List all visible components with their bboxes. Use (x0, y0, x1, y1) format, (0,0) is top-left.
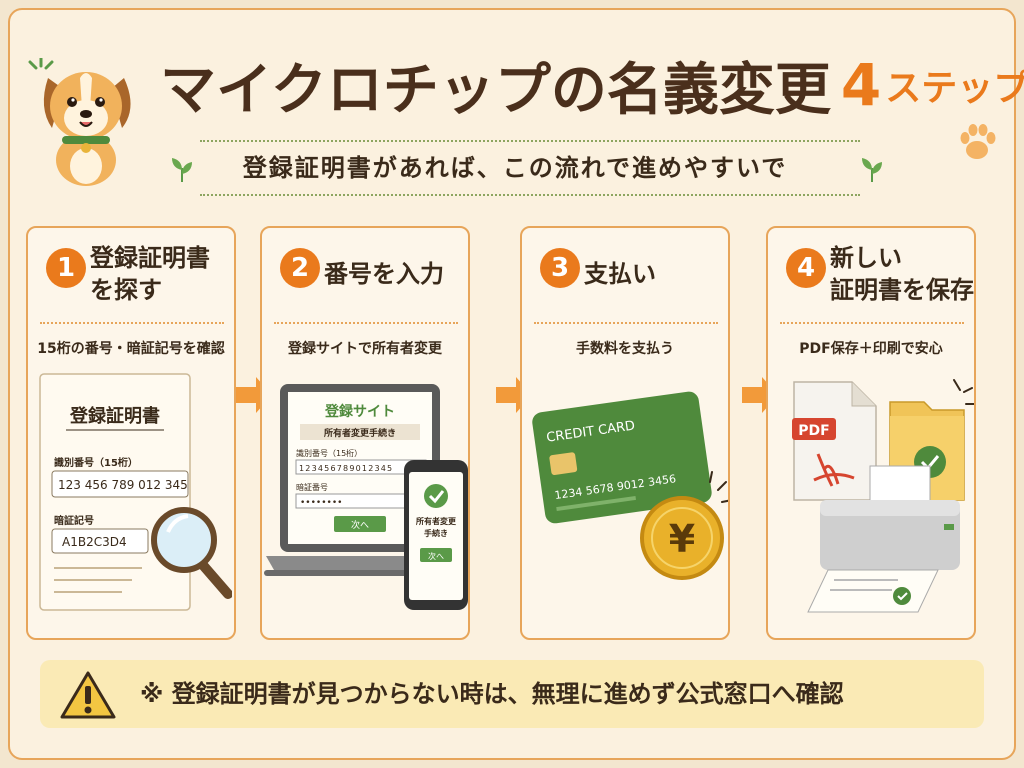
step-card-3: 3 支払い 手数料を支払う CREDIT CARD 1234 5678 9012… (520, 226, 730, 640)
yen-coin: ¥ (669, 517, 695, 561)
paw-icon (960, 124, 996, 159)
cert-pin-label: 暗証記号 (54, 514, 94, 527)
dog-mascot-icon (43, 72, 131, 186)
step-number-badge: 2 (280, 248, 320, 288)
site-next-button (334, 516, 386, 532)
site-banner: 所有者変更手続き (324, 427, 396, 439)
cert-heading: 登録証明書 (69, 405, 160, 427)
cert-id-value: 123 456 789 012 345 (58, 478, 188, 492)
step-title-line1: 番号を入力 (324, 260, 444, 288)
pdf-label: PDF (798, 423, 829, 439)
phone-next-label: 次へ (428, 551, 444, 561)
title-number: 4 (840, 51, 882, 119)
title-suffix: ステップ (885, 68, 1024, 109)
step-description: PDF保存＋印刷で安心 (799, 341, 943, 357)
step-title-line2: を探す (90, 276, 162, 304)
step-title: 新しい 証明書を保存 (830, 242, 974, 306)
step-divider (40, 322, 224, 324)
laptop-phone-illustration: 登録サイト 所有者変更手続き 識別番号（15桁） 123456789012345… (264, 384, 468, 610)
cert-id-label: 識別番号（15桁） (54, 456, 138, 469)
cert-pin-value: A1B2C3D4 (62, 535, 127, 549)
credit-card-illustration: CREDIT CARD 1234 5678 9012 3456 ¥ (532, 391, 728, 580)
site-pin-value: •••••••• (300, 498, 342, 508)
site-id-digits: 123456789012345 (299, 464, 393, 473)
subtitle: 登録証明書があれば、この流れで進めやすいで (242, 154, 788, 182)
step-divider (274, 322, 458, 324)
step-title-line1: 登録証明書 (90, 244, 210, 272)
step-description: 15桁の番号・暗証記号を確認 (37, 341, 225, 357)
pdf-printer-illustration: PDF (792, 379, 974, 613)
step-description: 手数料を支払う (576, 341, 674, 357)
step-card-4: 4 新しい 証明書を保存 PDF保存＋印刷で安心 PDF (766, 226, 976, 640)
step-title-line1: 新しい (830, 244, 902, 272)
step-card-1: 1 登録証明書 を探す 15桁の番号・暗証記号を確認 登録証明書 識別番号（15… (26, 226, 236, 640)
certificate-illustration: 登録証明書 識別番号（15桁） 123 456 789 012 345 暗証記号… (39, 373, 232, 611)
site-next-label: 次へ (351, 519, 369, 531)
step-description: 登録サイトで所有者変更 (288, 341, 442, 357)
leaf-icon-left (172, 158, 192, 182)
step-number-badge: 3 (540, 248, 580, 288)
step-divider (534, 322, 718, 324)
step-title: 番号を入力 (324, 258, 468, 290)
magnifier-icon (151, 507, 232, 599)
step-title-line2: 証明書を保存 (830, 276, 974, 304)
step-number-badge: 1 (46, 248, 86, 288)
step-title: 支払い (584, 258, 728, 290)
step-title: 登録証明書 を探す (90, 242, 234, 306)
warning-text: ※ 登録証明書が見つからない時は、無理に進めず公式窓口へ確認 (140, 680, 844, 708)
site-pin-label: 暗証番号 (296, 482, 328, 492)
site-heading: 登録サイト (324, 403, 395, 420)
phone-next-button (420, 548, 452, 562)
warning-icon (60, 671, 116, 719)
sparkle-icon (28, 58, 54, 70)
leaf-icon-right (862, 158, 882, 182)
page-title: マイクロチップの名義変更 4 ステップ (160, 40, 1024, 130)
step-card-2: 2 番号を入力 登録サイトで所有者変更 登録サイト 所有者変更手続き 識別番号（… (260, 226, 470, 640)
phone-text-line1: 所有者変更 (415, 516, 457, 526)
title-divider-bottom (200, 194, 860, 196)
title-main: マイクロチップの名義変更 (160, 57, 831, 123)
warning-note: ※ 登録証明書が見つからない時は、無理に進めず公式窓口へ確認 (40, 660, 984, 728)
site-id-label: 識別番号（15桁） (296, 448, 362, 458)
step-title-line1: 支払い (584, 260, 656, 288)
step-number-badge: 4 (786, 248, 826, 288)
step-divider (780, 322, 964, 324)
title-divider-top (200, 140, 860, 142)
phone-text-line2: 手続き (424, 528, 448, 538)
